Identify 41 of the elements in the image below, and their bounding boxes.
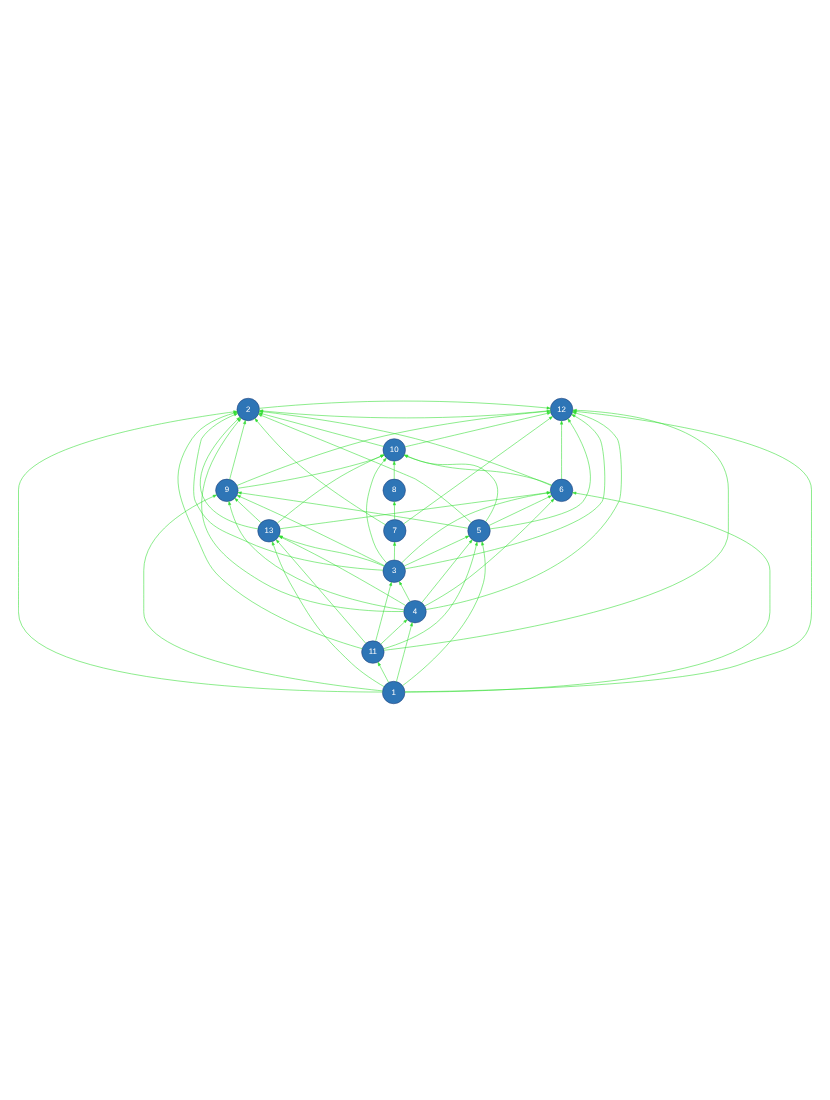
- arrow: [392, 459, 396, 479]
- arrow: [396, 621, 413, 681]
- arrow: [404, 453, 498, 521]
- arrow: [275, 538, 366, 643]
- arrow: [560, 419, 564, 479]
- arrow: [143, 493, 383, 691]
- arrow: [401, 490, 551, 562]
- arrow: [421, 538, 473, 602]
- arrow: [254, 417, 386, 524]
- arrow: [272, 540, 385, 686]
- arrow: [366, 456, 387, 563]
- arrow: [405, 413, 606, 569]
- arrow: [200, 416, 259, 529]
- arrow: [375, 580, 392, 641]
- arrow: [278, 534, 385, 566]
- arrow: [424, 497, 555, 606]
- arrow: [234, 497, 262, 522]
- arrow: [228, 500, 404, 610]
- arrow: [377, 661, 389, 682]
- arrow: [279, 490, 551, 528]
- arrow: [259, 399, 551, 409]
- arrow: [488, 494, 552, 525]
- arrow: [404, 453, 552, 485]
- arrow: [404, 534, 470, 566]
- arrow: [402, 540, 486, 685]
- arrow: [201, 416, 404, 611]
- arrow: [399, 580, 411, 601]
- arrow: [489, 417, 591, 529]
- arrow: [404, 490, 771, 692]
- arrow: [393, 540, 397, 560]
- arrow: [380, 618, 408, 644]
- arrow: [277, 453, 385, 523]
- arrow: [229, 419, 246, 479]
- arrow: [237, 490, 469, 528]
- arrow: [237, 453, 385, 488]
- arrow: [403, 415, 553, 524]
- arrow: [383, 540, 478, 648]
- arrow: [392, 500, 396, 519]
- arrow: [236, 494, 385, 565]
- arrow: [404, 410, 552, 447]
- arrow: [278, 534, 406, 605]
